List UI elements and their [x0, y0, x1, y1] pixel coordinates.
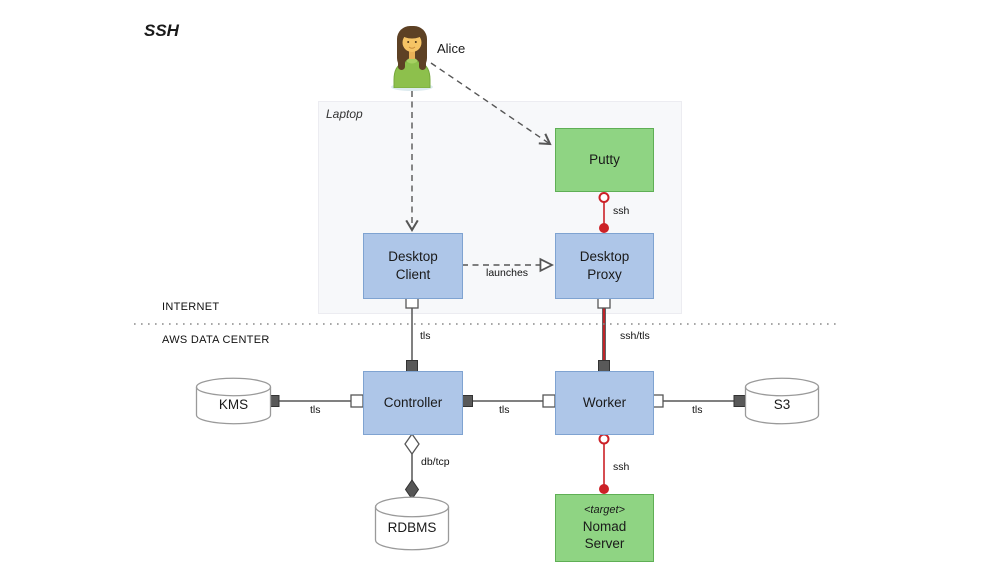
cylinder-shape-icon [374, 496, 450, 551]
laptop-boundary-label: Laptop [326, 107, 363, 121]
node-controller-label: Controller [383, 395, 443, 411]
ball-filled-circle-icon [599, 484, 609, 494]
cylinder-shape-icon [195, 377, 272, 425]
edge-label-putty-ssh: ssh [613, 205, 630, 217]
diamond-open-icon [404, 432, 420, 456]
node-desktop-client-label: Desktop Client [388, 249, 438, 282]
port-filled-square-icon [406, 360, 418, 372]
node-putty-label: Putty [589, 152, 620, 168]
edge-label-proxy-sshtls: ssh/tls [620, 330, 650, 342]
diagram-title: SSH [144, 21, 179, 40]
node-kms-database: KMS [195, 377, 272, 425]
internet-zone-label: INTERNET [162, 301, 220, 313]
node-rdbms-label: RDBMS [387, 520, 437, 535]
edge-alice-putty [430, 62, 552, 146]
node-desktop-client: Desktop Client [363, 233, 463, 299]
node-controller: Controller [363, 371, 463, 435]
edge-label-worker-ssh: ssh [613, 461, 630, 473]
node-nomad-target-tag: <target> [584, 504, 625, 517]
port-filled-square-icon [598, 360, 610, 372]
socket-open-circle-icon [598, 433, 610, 445]
edge-label-kms-tls: tls [310, 404, 321, 416]
alice-label: Alice [437, 41, 466, 56]
socket-open-circle-icon [598, 192, 610, 203]
alice-person-icon [391, 24, 433, 89]
node-desktop-proxy: Desktop Proxy [555, 233, 654, 299]
node-nomad-label: Nomad Server [582, 518, 627, 552]
port-filled-square-icon [461, 395, 473, 407]
aws-datacenter-zone-label: AWS DATA CENTER [162, 334, 270, 346]
node-worker: Worker [555, 371, 654, 435]
node-kms-label: KMS [218, 397, 249, 412]
edge-label-launches: launches [486, 267, 529, 279]
edge-label-controller-worker-tls: tls [499, 404, 510, 416]
port-open-square-icon [542, 394, 556, 408]
ball-filled-circle-icon [599, 223, 609, 233]
node-putty: Putty [555, 128, 654, 192]
edge-label-dbtcp: db/tcp [421, 456, 450, 468]
node-desktop-proxy-label: Desktop Proxy [579, 249, 630, 282]
cylinder-shape-icon [744, 377, 820, 425]
node-s3-database: S3 [744, 377, 820, 425]
port-open-square-icon [350, 394, 364, 408]
node-worker-label: Worker [582, 395, 627, 411]
node-s3-label: S3 [773, 397, 791, 412]
edge-label-client-tls: tls [420, 330, 431, 342]
node-rdbms-database: RDBMS [374, 496, 450, 552]
edge-label-worker-s3-tls: tls [692, 404, 703, 416]
node-nomad-server: <target> Nomad Server [555, 494, 654, 562]
